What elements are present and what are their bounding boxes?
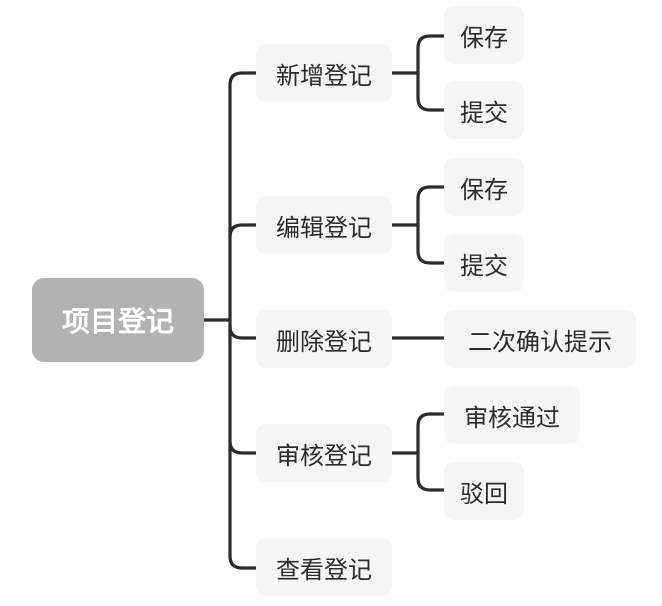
connector-branch-trunk (228, 71, 244, 570)
branch-topic-add-registration[interactable]: 新增登记 (256, 44, 392, 102)
subtopic-approve[interactable]: 审核通过 (444, 386, 580, 444)
subtopic-submit[interactable]: 提交 (444, 81, 524, 139)
connector-branch-1-children (416, 34, 446, 112)
subtopic-save[interactable]: 保存 (444, 158, 524, 216)
branch-topic-view-registration[interactable]: 查看登记 (256, 538, 392, 596)
branch-topic-review-registration[interactable]: 审核登记 (256, 424, 392, 482)
subtopic-reject[interactable]: 驳回 (444, 462, 524, 520)
connector-to-branch-4 (228, 439, 258, 455)
connector-to-branch-2 (228, 223, 258, 239)
connector-branch-2-children (416, 185, 446, 265)
connector-branch-4-children (416, 412, 446, 492)
root-topic[interactable]: 项目登记 (32, 278, 204, 362)
subtopic-confirm-prompt[interactable]: 二次确认提示 (444, 310, 636, 368)
subtopic-submit[interactable]: 提交 (444, 234, 524, 292)
branch-topic-edit-registration[interactable]: 编辑登记 (256, 196, 392, 254)
branch-topic-delete-registration[interactable]: 删除登记 (256, 310, 392, 368)
connector-to-branch-3 (228, 324, 258, 340)
subtopic-save[interactable]: 保存 (444, 6, 524, 64)
